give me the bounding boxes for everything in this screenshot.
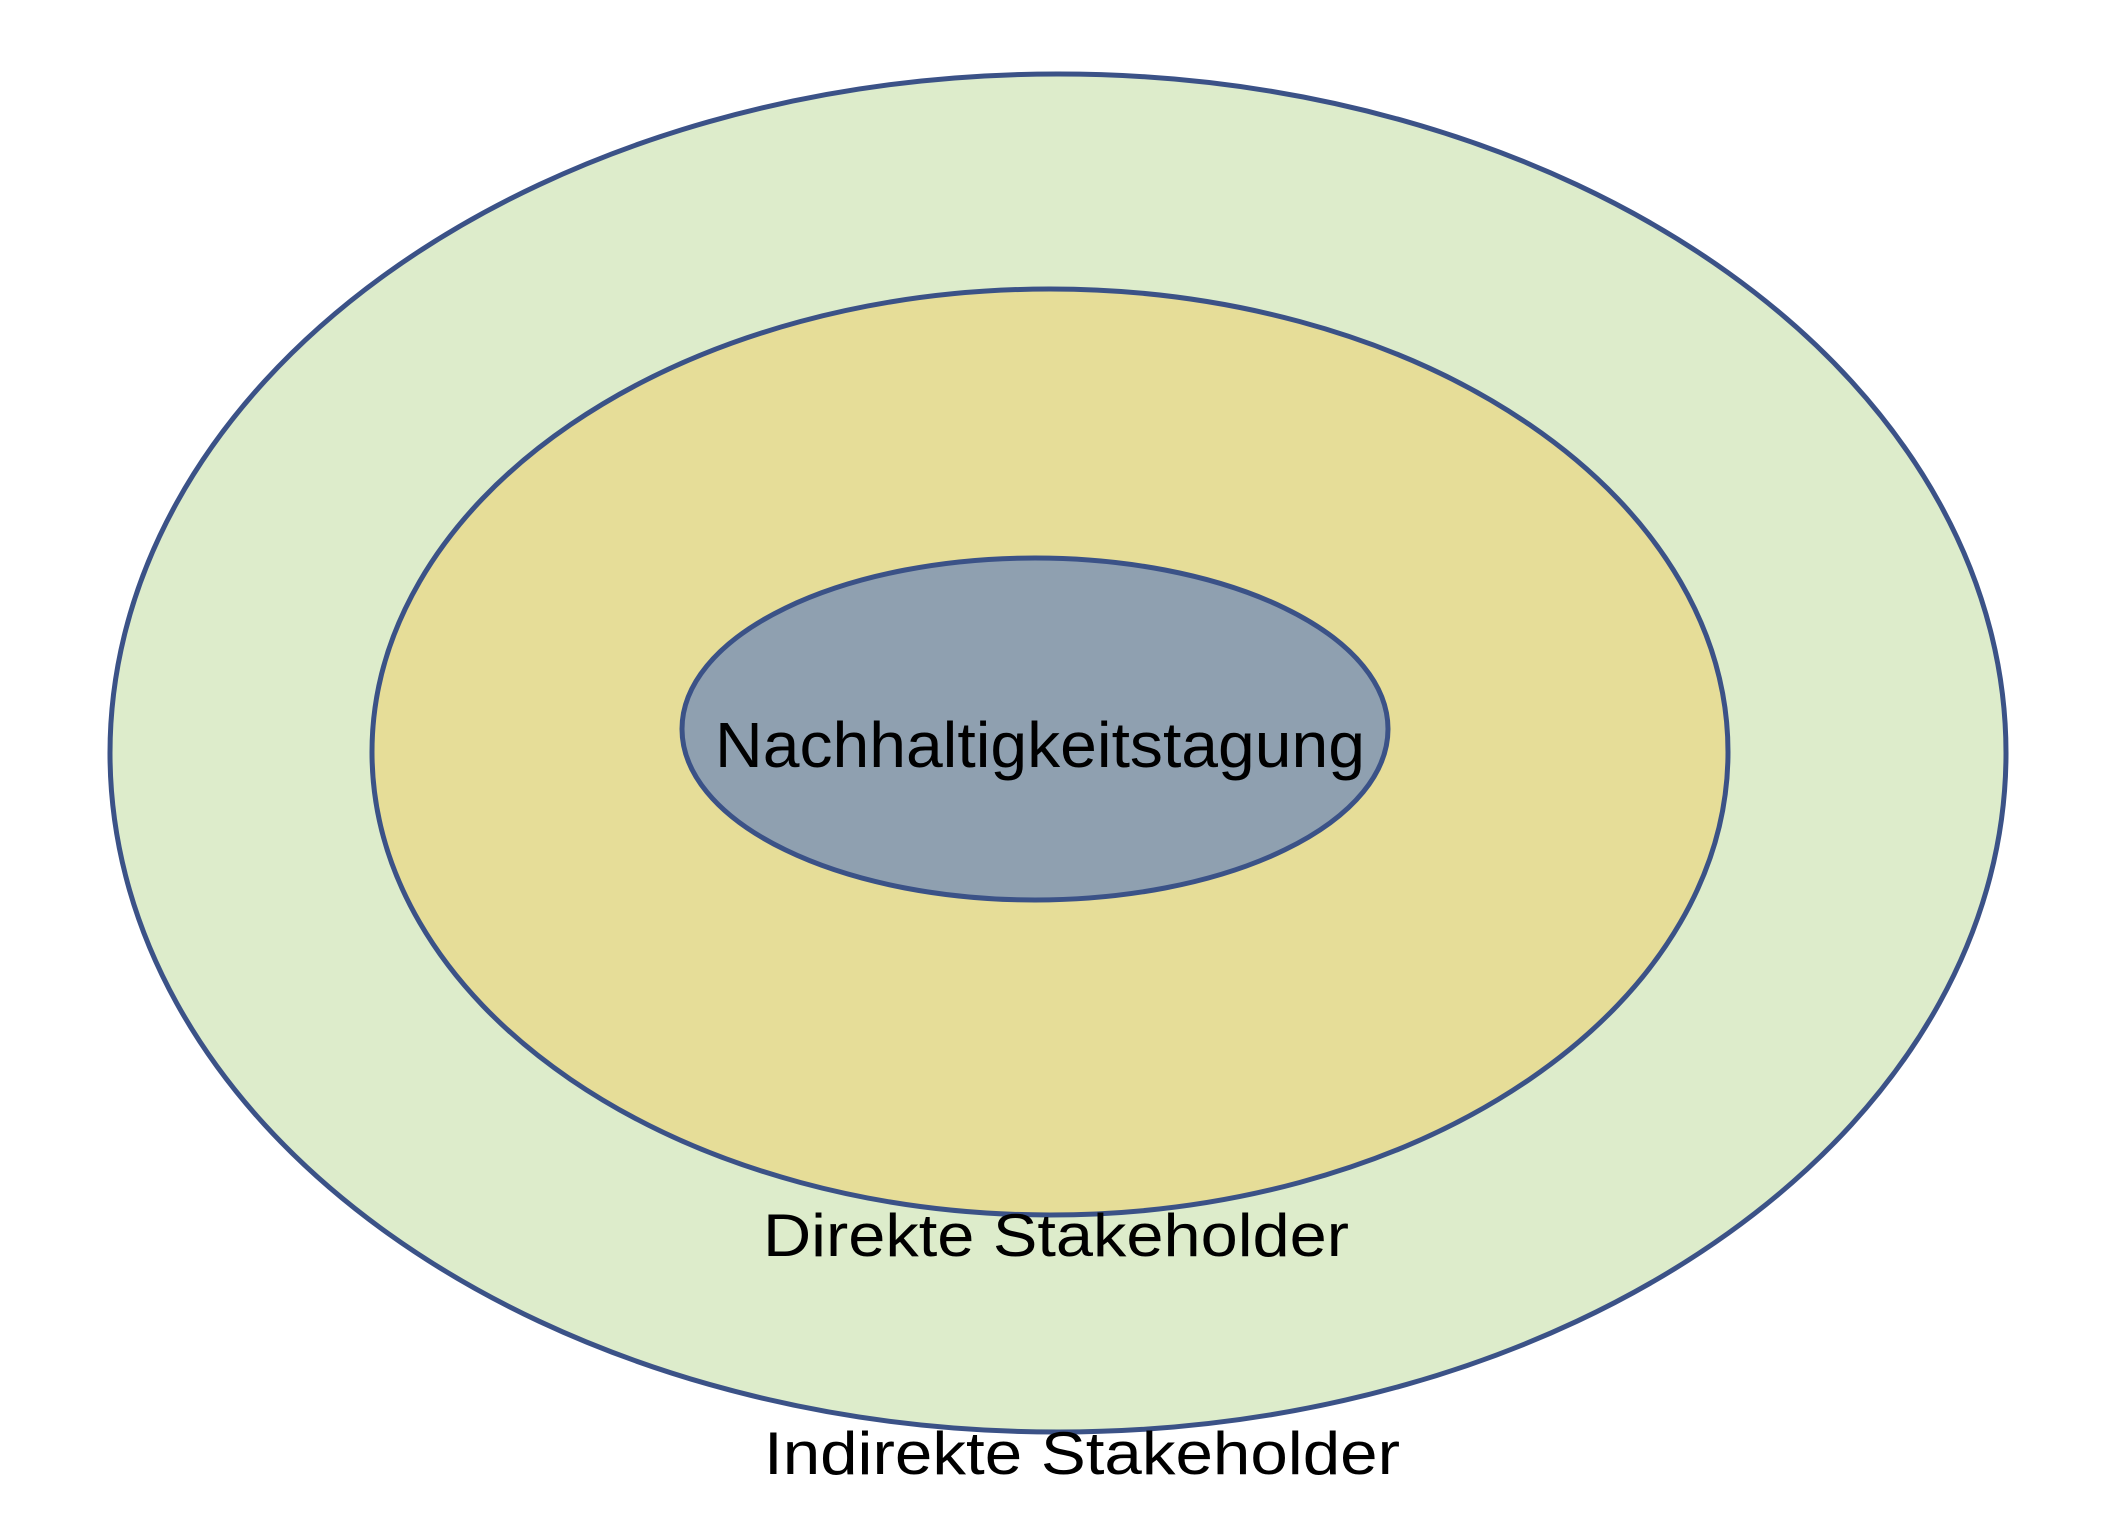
direct-stakeholder-label: Direkte Stakeholder	[763, 1202, 1349, 1269]
indirect-stakeholder-label: Indirekte Stakeholder	[764, 1420, 1400, 1487]
core-ellipse-sustainability-conference	[679, 555, 1391, 903]
core-label: Nachhaltigkeitstagung	[715, 709, 1365, 781]
